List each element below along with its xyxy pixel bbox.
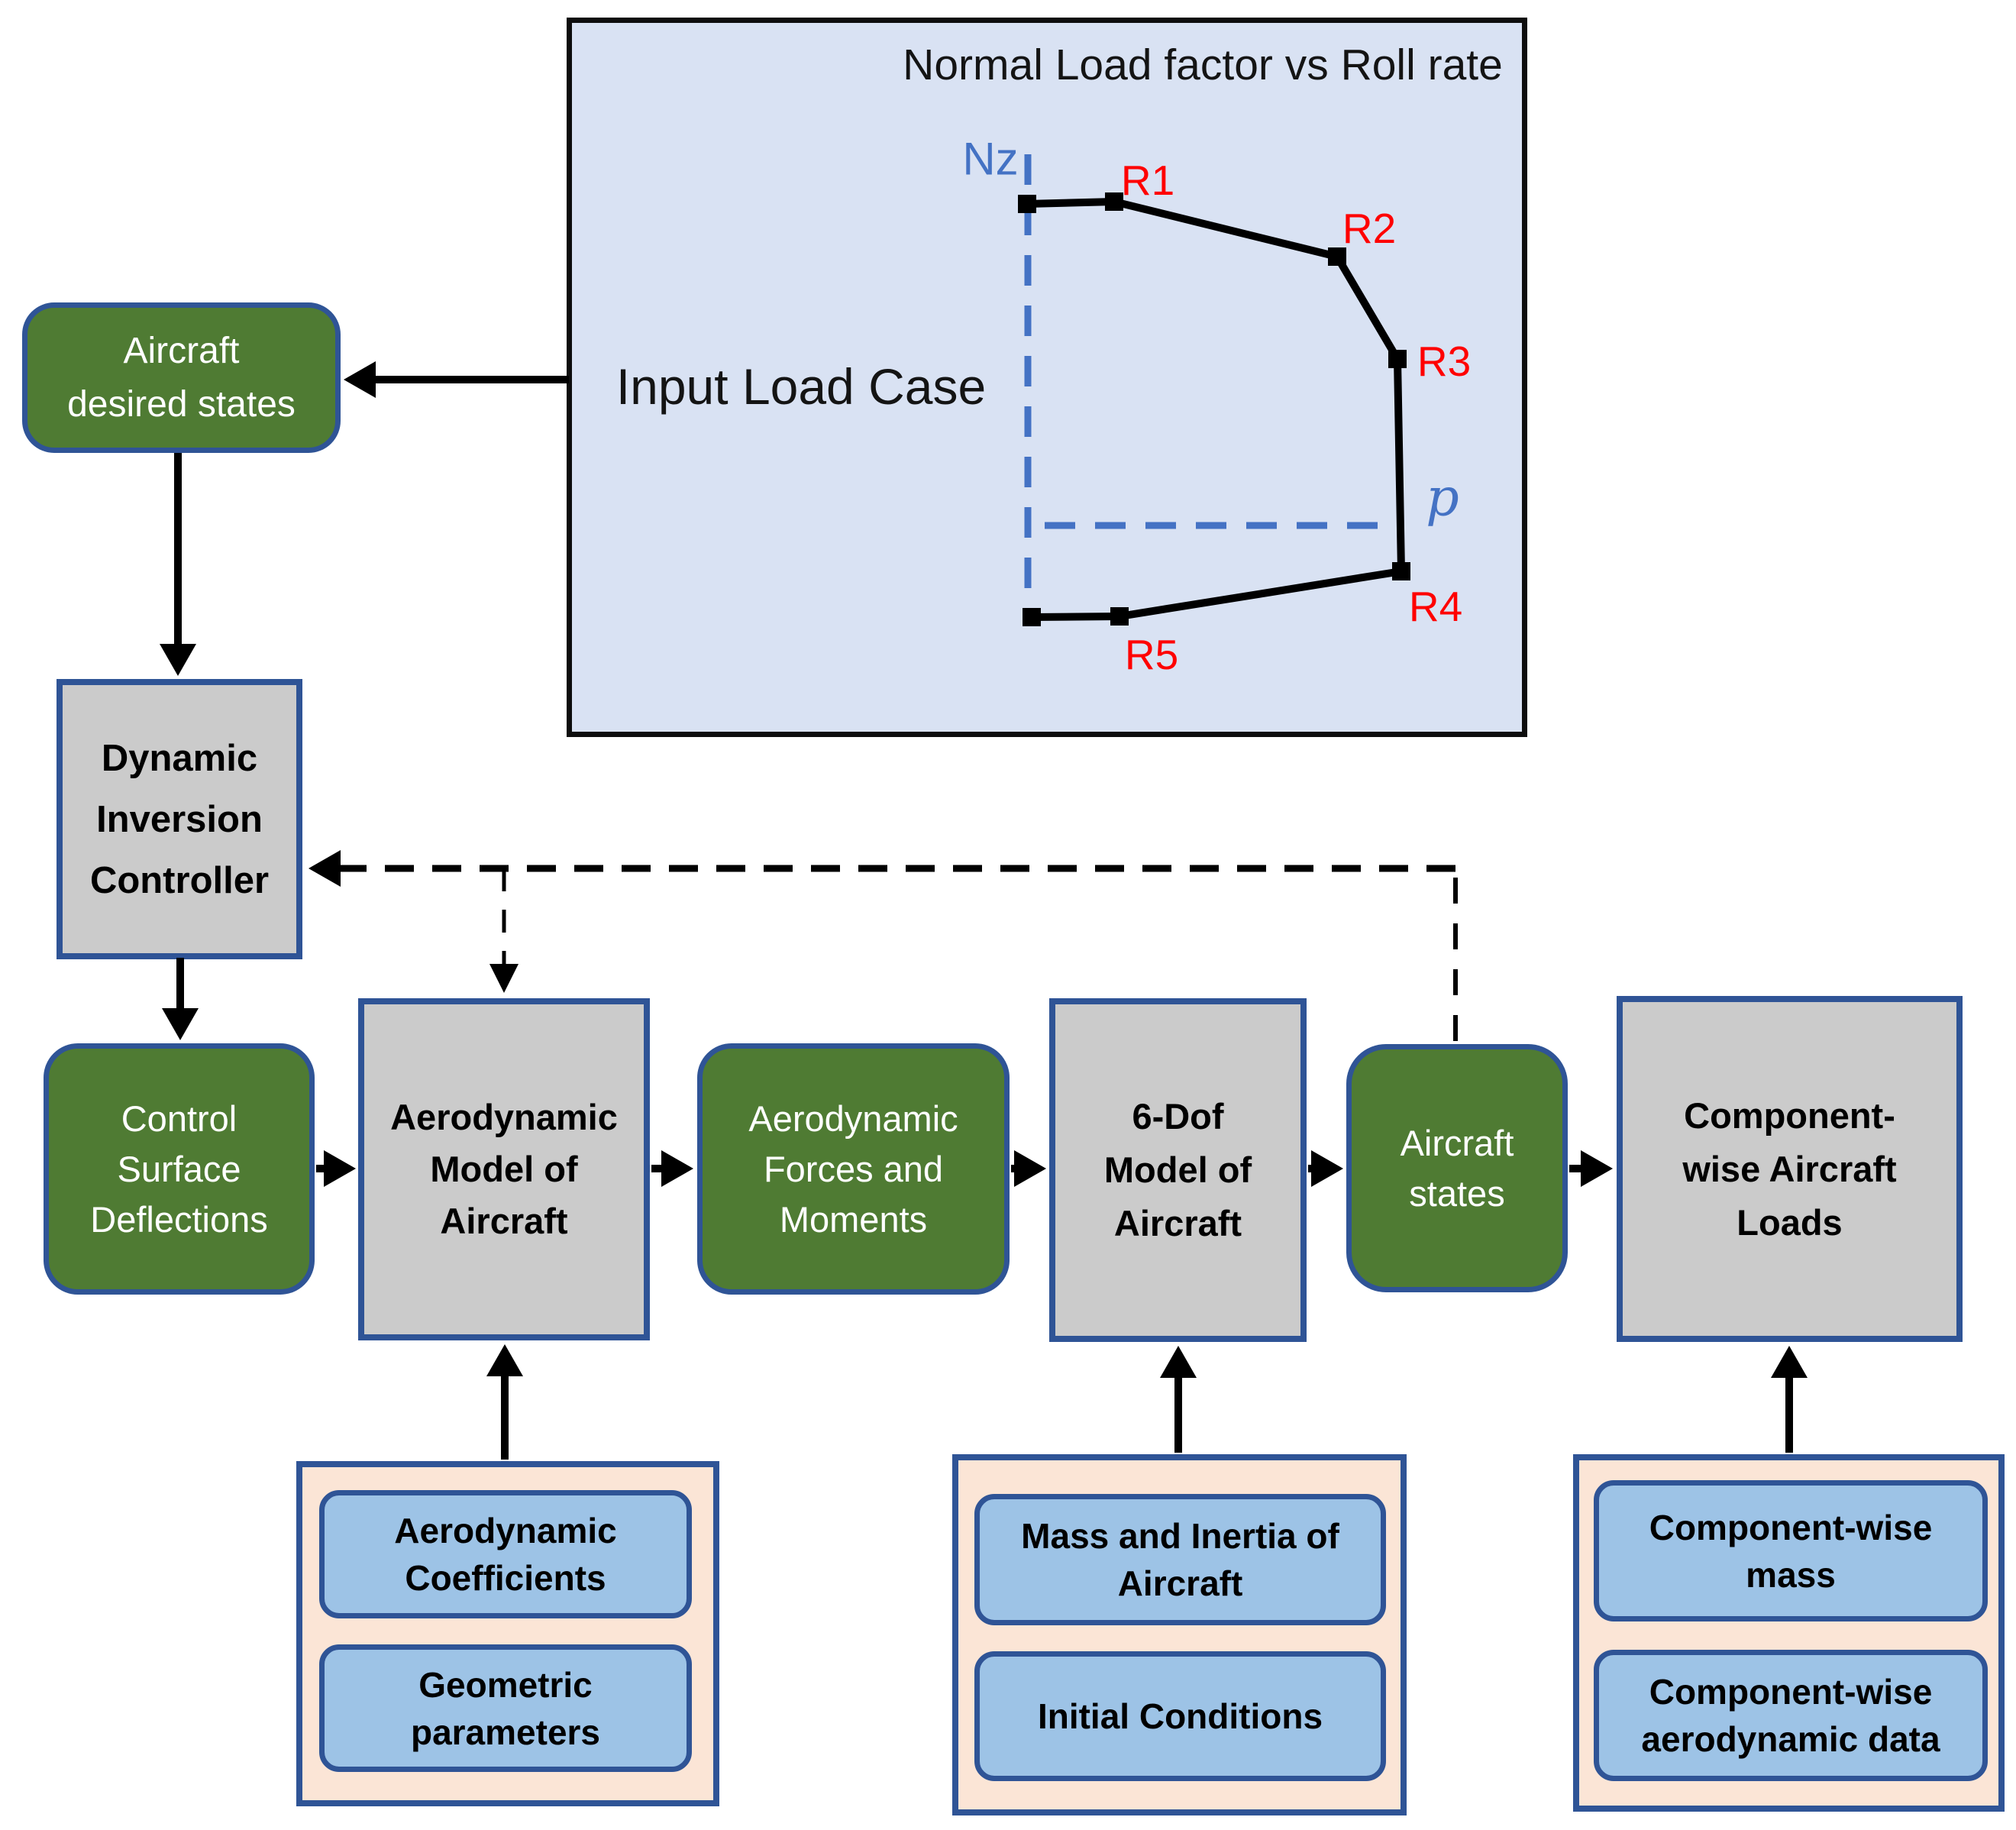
input-load-case-label: Input Load Case xyxy=(615,358,987,415)
arrow-loads-inputs-up xyxy=(1771,1346,1808,1453)
input-initial-conditions: Initial Conditions xyxy=(974,1651,1386,1781)
arrow-dic-to-csd xyxy=(162,958,199,1040)
node-dynamic-inversion-controller: Dynamic Inversion Controller xyxy=(57,679,302,959)
node-aircraft-states: Aircraft states xyxy=(1346,1044,1568,1292)
arrow-aero-inputs-up xyxy=(486,1344,523,1460)
arrow-desired-states-to-dic xyxy=(160,453,196,676)
node-control-surface-deflections: Control Surface Deflections xyxy=(44,1043,315,1295)
input-mass-inertia: Mass and Inertia of Aircraft xyxy=(974,1494,1386,1625)
arrow-states-to-loads xyxy=(1569,1150,1613,1187)
arrow-panel-to-desired-states xyxy=(344,361,569,398)
input-componentwise-aero-data: Component-wise aerodynamic data xyxy=(1594,1650,1988,1781)
plot-title: Normal Load factor vs Roll rate xyxy=(903,40,1503,89)
node-6dof-model: 6-Dof Model of Aircraft xyxy=(1049,998,1307,1342)
arrow-6dof-inputs-up xyxy=(1160,1346,1197,1453)
node-aero-forces-moments: Aerodynamic Forces and Moments xyxy=(697,1043,1010,1295)
input-geometric-parameters: Geometric parameters xyxy=(319,1644,692,1772)
feedback-arrowhead-aero-model xyxy=(489,964,519,993)
arrow-aero-model-to-forces xyxy=(651,1150,693,1187)
feedback-arrowhead-dic xyxy=(309,850,341,887)
node-componentwise-loads: Component- wise Aircraft Loads xyxy=(1617,996,1963,1342)
arrow-6dof-to-states xyxy=(1308,1150,1343,1187)
arrow-csd-to-aero-model xyxy=(316,1150,356,1187)
input-componentwise-mass: Component-wise mass xyxy=(1594,1480,1988,1621)
input-aerodynamic-coefficients: Aerodynamic Coefficients xyxy=(319,1490,692,1618)
node-aerodynamic-model: Aerodynamic Model of Aircraft xyxy=(358,998,650,1340)
node-aircraft-desired-states: Aircraft desired states xyxy=(22,302,341,453)
arrow-forces-to-6dof xyxy=(1011,1150,1046,1187)
